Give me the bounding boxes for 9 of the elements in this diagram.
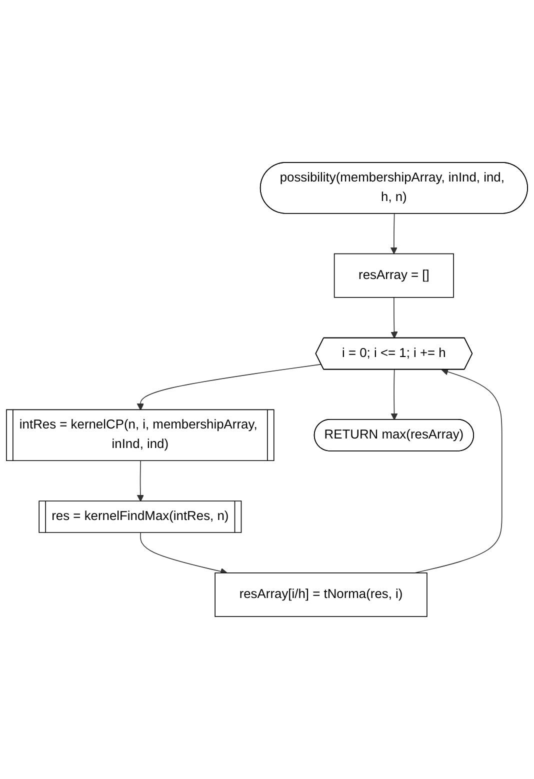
node-box: resArray = [] [334, 253, 454, 298]
arrow [390, 369, 398, 420]
arrow [136, 364, 322, 410]
arrow [136, 460, 144, 502]
node-box: resArray[i/h] = tNorma(res, i) [214, 572, 428, 617]
arrow [414, 368, 502, 574]
arrow [390, 213, 398, 254]
arrow [390, 297, 398, 339]
arrow [140, 532, 228, 575]
